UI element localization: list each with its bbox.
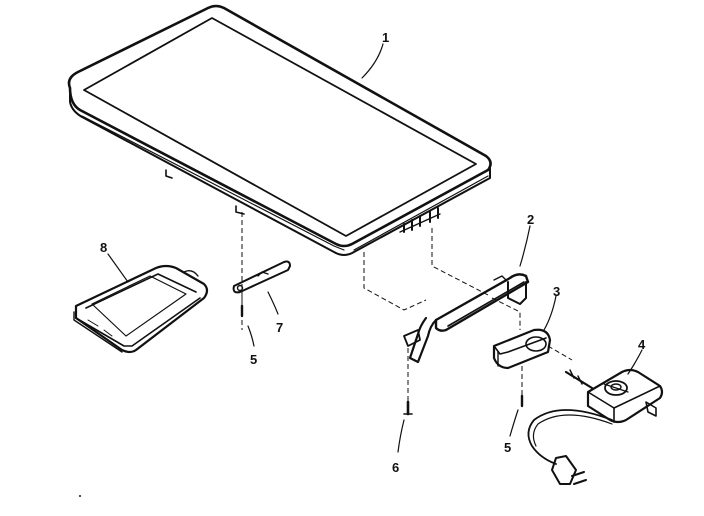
speck — [79, 495, 81, 497]
screw-left — [240, 296, 255, 347]
screw-right — [509, 366, 524, 437]
callout-2: 2 — [527, 212, 534, 227]
callout-3: 3 — [553, 284, 560, 299]
drip-tray — [73, 253, 209, 354]
support-bracket — [363, 225, 531, 364]
callout-1: 1 — [382, 30, 389, 45]
screw-6 — [397, 400, 413, 453]
small-bracket — [232, 260, 291, 315]
temperature-control — [527, 349, 664, 485]
thermostat-housing — [492, 295, 573, 370]
callout-6: 6 — [392, 460, 399, 475]
griddle-plate — [67, 4, 492, 256]
callout-5-left: 5 — [250, 352, 257, 367]
callout-8: 8 — [100, 240, 107, 255]
callout-4: 4 — [638, 337, 646, 352]
callout-5-right: 5 — [504, 440, 511, 455]
callout-7: 7 — [276, 320, 283, 335]
